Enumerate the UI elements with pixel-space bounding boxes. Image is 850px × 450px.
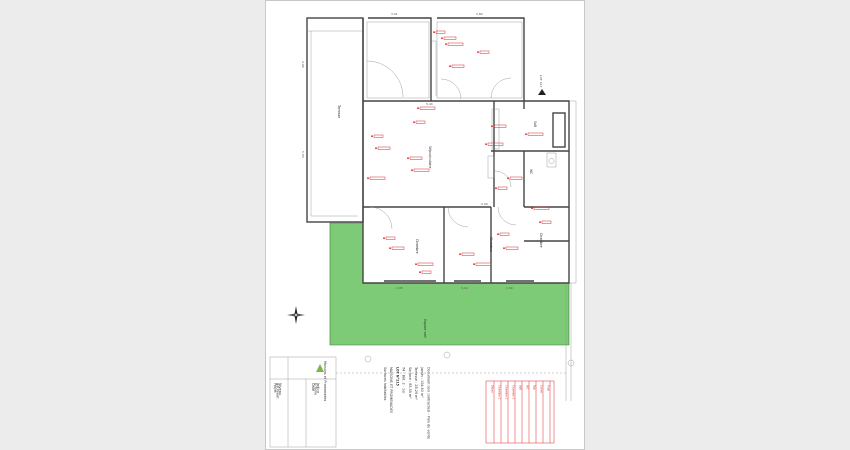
room-label-living: Séjour/cuisine [428, 146, 432, 168]
red-table-row: SdB [519, 385, 523, 390]
dimension-label: 5.44 [426, 102, 433, 106]
room-label-wc: WC [529, 169, 533, 175]
room-label-bed2: Chambre [489, 237, 493, 252]
title-block-row: Indice [316, 383, 320, 393]
title-block-row: Projet [273, 383, 277, 393]
legend-line: T4 - Bât. 2 - 1er [402, 366, 406, 394]
dimension-label: 2.09 [481, 202, 488, 206]
title-block-row: Niveau [278, 383, 282, 395]
red-annotations [367, 30, 552, 274]
red-table-row: Chambre 3 [512, 385, 516, 400]
floor-plan: Espace vert Terrasse [269, 12, 577, 448]
legend-line: Document non contractuel - Plan de vente [426, 367, 430, 439]
dimension-label: 5.03 [301, 151, 305, 158]
red-table-row: Chambre 1 [498, 385, 502, 400]
legend-line: Surfaces habitables [383, 367, 387, 401]
red-table-row: Dgt [533, 385, 537, 390]
red-table-row: Total [547, 385, 551, 391]
red-table-row: Chambre 2 [505, 385, 509, 400]
red-table-row: Cellier [540, 385, 544, 394]
dimension-label: 3.01 [391, 12, 398, 16]
red-table-row: Séjour [491, 385, 495, 394]
room-label-bed3: Chambre [539, 233, 543, 248]
legend-line: MAISONS ET PROMENADES [389, 367, 393, 413]
section-marker-icon [567, 359, 575, 367]
dimension-label: 2.84 [476, 12, 483, 16]
legend-line: Jardin : 104.60 m² [420, 366, 424, 398]
apartment-walls [362, 17, 570, 284]
title-block-row: Date [311, 383, 315, 391]
section-marker-icon [443, 351, 451, 359]
room-label-bed1: Chambre [415, 239, 419, 254]
legend-line: Surface : 85.55 m² [408, 367, 412, 399]
room-label-bath: SdB [533, 121, 537, 127]
dimension-label: 2.95 [396, 286, 403, 290]
terrace-outline [306, 17, 364, 223]
title-block-row: Echelle [313, 383, 317, 395]
dimension-label: 3.10 [461, 286, 468, 290]
red-table-row: WC [526, 385, 530, 390]
dimension-label: 1.60 [506, 286, 513, 290]
lot-marker: LOT 613 [539, 75, 543, 88]
compass-icon [287, 306, 305, 324]
bathtub [552, 112, 566, 148]
legend-line: Terrasse : 28.29 m² [414, 366, 418, 400]
plan-sheet: Espace vert Terrasse [265, 0, 585, 450]
room-label-terrace: Terrasse [337, 104, 341, 118]
dimension-label: 4.96 [301, 61, 305, 68]
title-block-row: Bâtiment [276, 383, 280, 399]
legend-line: LOT N°215 [395, 367, 399, 386]
arrow-icon [538, 89, 546, 95]
section-marker-icon [364, 355, 372, 363]
company-name: Maisons et Promenades [323, 361, 327, 402]
title-block: Maisons et Promenades ProjetBâtimentNive… [269, 356, 337, 448]
garden-label: Espace vert [423, 319, 427, 339]
company-logo [316, 364, 324, 372]
